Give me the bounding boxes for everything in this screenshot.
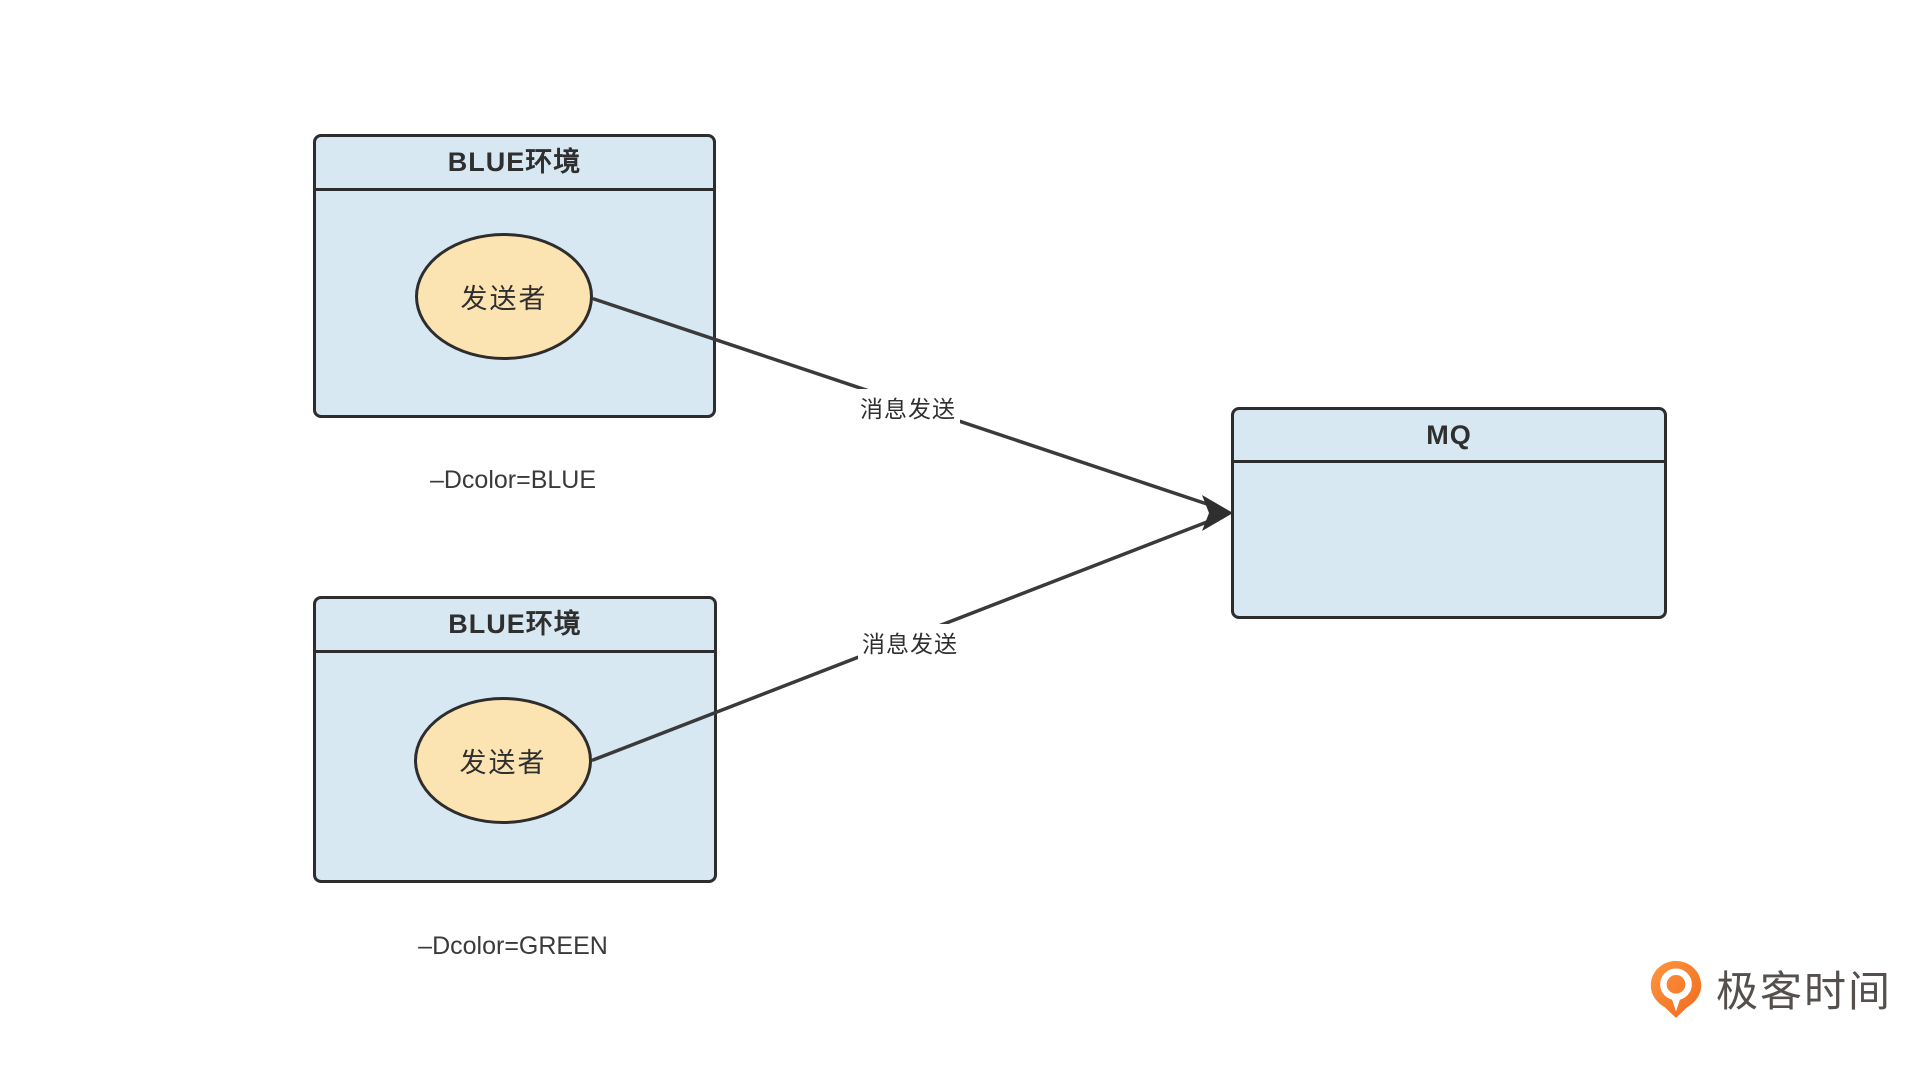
sender-label: 发送者 xyxy=(459,748,547,778)
node-title: MQ xyxy=(1234,410,1664,463)
node-sender-top: 发送者 xyxy=(415,233,593,360)
node-title: BLUE环境 xyxy=(316,599,714,653)
edge-label-message-send-bottom: 消息发送 xyxy=(858,624,962,660)
sender-label: 发送者 xyxy=(460,284,548,314)
node-mq: MQ xyxy=(1231,407,1667,619)
caption-dcolor-green: –Dcolor=GREEN xyxy=(418,932,608,960)
geektime-logo-text: 极客时间 xyxy=(1716,968,1893,1015)
caption-dcolor-blue: –Dcolor=BLUE xyxy=(429,466,597,494)
node-title: BLUE环境 xyxy=(316,137,713,191)
node-sender-bottom: 发送者 xyxy=(414,697,592,824)
geektime-logo-icon xyxy=(1650,960,1702,1018)
geektime-logo: 极客时间 xyxy=(1648,958,1892,1019)
arrowhead-icon xyxy=(1202,495,1233,531)
edge-label-message-send-top: 消息发送 xyxy=(856,389,960,425)
